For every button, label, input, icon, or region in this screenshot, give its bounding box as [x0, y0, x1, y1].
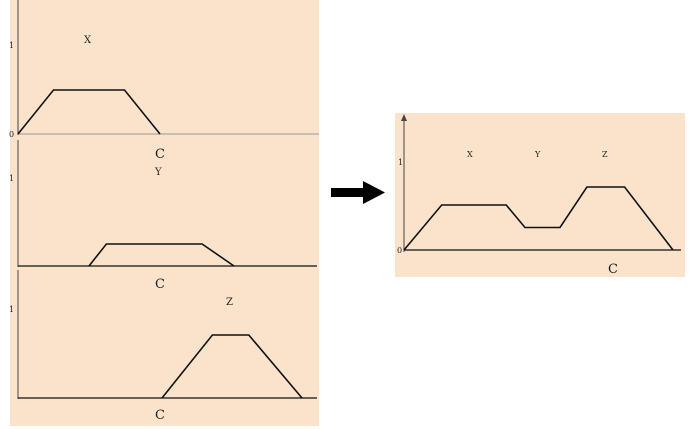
panel-x-origin-tick: 0	[9, 130, 14, 139]
combined-label-x: X	[467, 150, 473, 159]
panel-y: 1 Y C	[9, 140, 317, 292]
curve-x	[17, 89, 161, 135]
panel-x-x-axis-label: C	[155, 147, 165, 162]
panel-y-curve-label: Y	[154, 167, 162, 178]
curve-z	[161, 334, 303, 399]
left-panel-background	[10, 0, 319, 426]
panel-y-x-axis-label: C	[155, 277, 165, 292]
right-panel-background	[395, 113, 685, 277]
panel-x: 1 0 X C	[9, 0, 319, 162]
panel-z-x-axis-label: C	[155, 408, 165, 423]
combined-x-axis-label: C	[608, 262, 618, 277]
panel-combined: 1 0 X Y Z C	[397, 114, 681, 277]
combined-y-tick: 1	[398, 158, 403, 167]
curve-combined	[403, 186, 674, 251]
curve-y	[88, 243, 235, 267]
combined-y-axis-arrowhead	[401, 114, 407, 121]
right-arrow-icon	[331, 181, 385, 204]
combined-label-z: Z	[602, 150, 608, 159]
panel-z-y-tick: 1	[9, 305, 14, 314]
panel-z-curve-label: Z	[226, 297, 233, 308]
panel-x-curve-label: X	[84, 35, 92, 46]
combined-label-y: Y	[534, 150, 541, 159]
panel-x-y-tick: 1	[9, 41, 14, 50]
panel-y-y-tick: 1	[9, 174, 14, 183]
combined-origin-tick: 0	[397, 246, 402, 255]
panel-z: 1 Z C	[9, 270, 317, 423]
